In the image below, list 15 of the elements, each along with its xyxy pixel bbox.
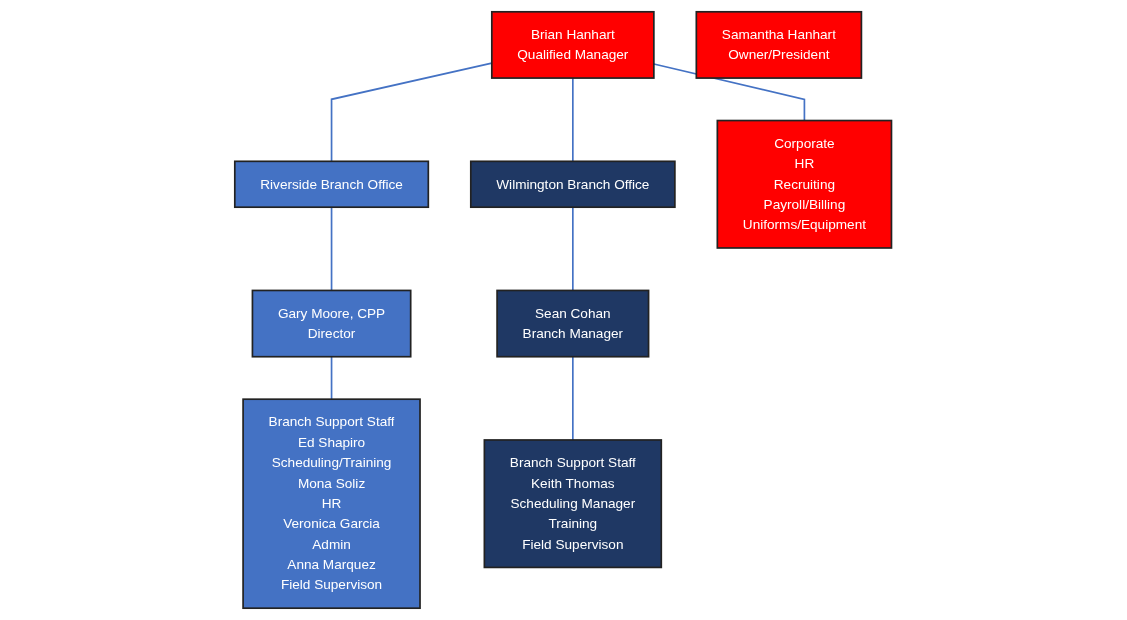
connector [331,206,333,292]
node-box: Samantha Hanhart Owner/President [695,10,863,79]
node-box: Corporate HR Recruiting Payroll/Billing Uniforms/Equipment [716,119,893,249]
node-box: Brian Hanhart Qualified Manager [491,10,656,79]
node-box: Riverside Branch Office [234,160,430,209]
connector [331,355,333,401]
node-box: Branch Support Staff Ed Shapiro Scheduling/Training Mona Soliz HR Veronica Garcia Admin Anna Marquez Field Supervison [242,398,422,610]
connector [572,77,575,163]
node-box: Branch Support Staff Keith Thomas Scheduling Manager Training Field Supervison [483,439,663,569]
connector [331,62,493,163]
node-box: Gary Moore, CPP Director [251,289,412,358]
connector [572,206,575,292]
node-box: Sean Cohan Branch Manager [496,289,650,358]
node-box: Wilmington Branch Office [470,160,677,209]
connector [572,355,575,441]
